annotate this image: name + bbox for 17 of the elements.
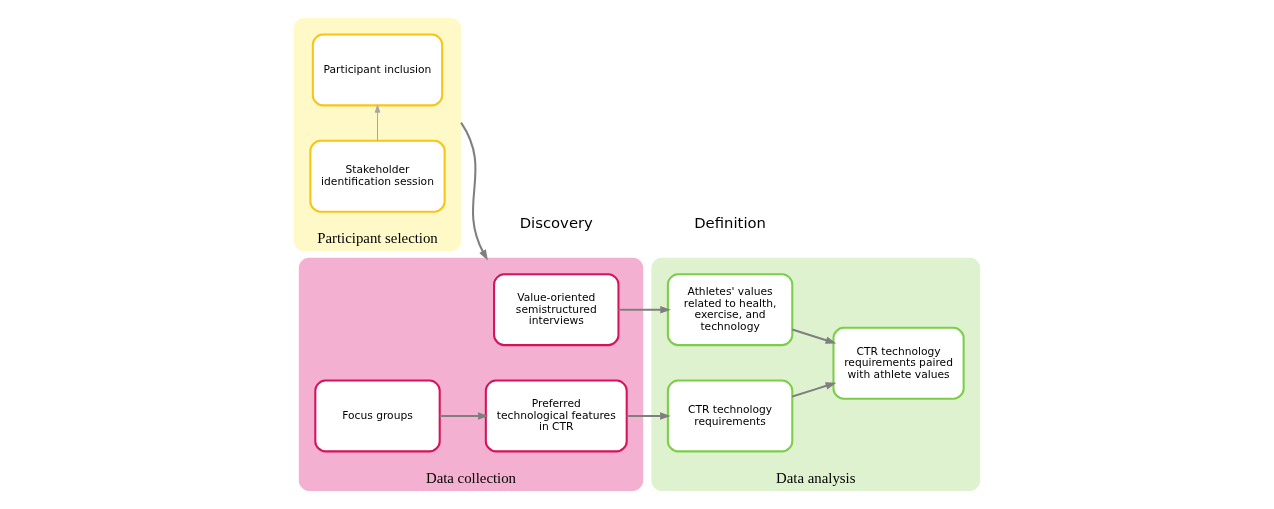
arrow [618, 305, 671, 314]
arrow [626, 412, 671, 420]
arrow [374, 105, 381, 142]
arrow [439, 412, 489, 420]
arrow [792, 328, 837, 344]
label: Definition [694, 214, 766, 232]
node-box: Stakeholder identification session [309, 139, 446, 213]
node-box: Participant inclusion [311, 33, 444, 107]
label: Discovery [519, 214, 593, 232]
node-box: CTR technology requirements [666, 379, 794, 453]
node-box: Preferred technological features in CTR [484, 379, 628, 453]
node-box: Focus groups [314, 379, 441, 453]
node-box: Value-oriented semistructured interviews [493, 273, 620, 347]
node-box: Athletes' values related to health, exercise, and technology [666, 273, 794, 347]
arrow [460, 122, 488, 261]
arrow [792, 382, 837, 398]
node-box: CTR technology requirements paired with athlete values [832, 326, 965, 400]
